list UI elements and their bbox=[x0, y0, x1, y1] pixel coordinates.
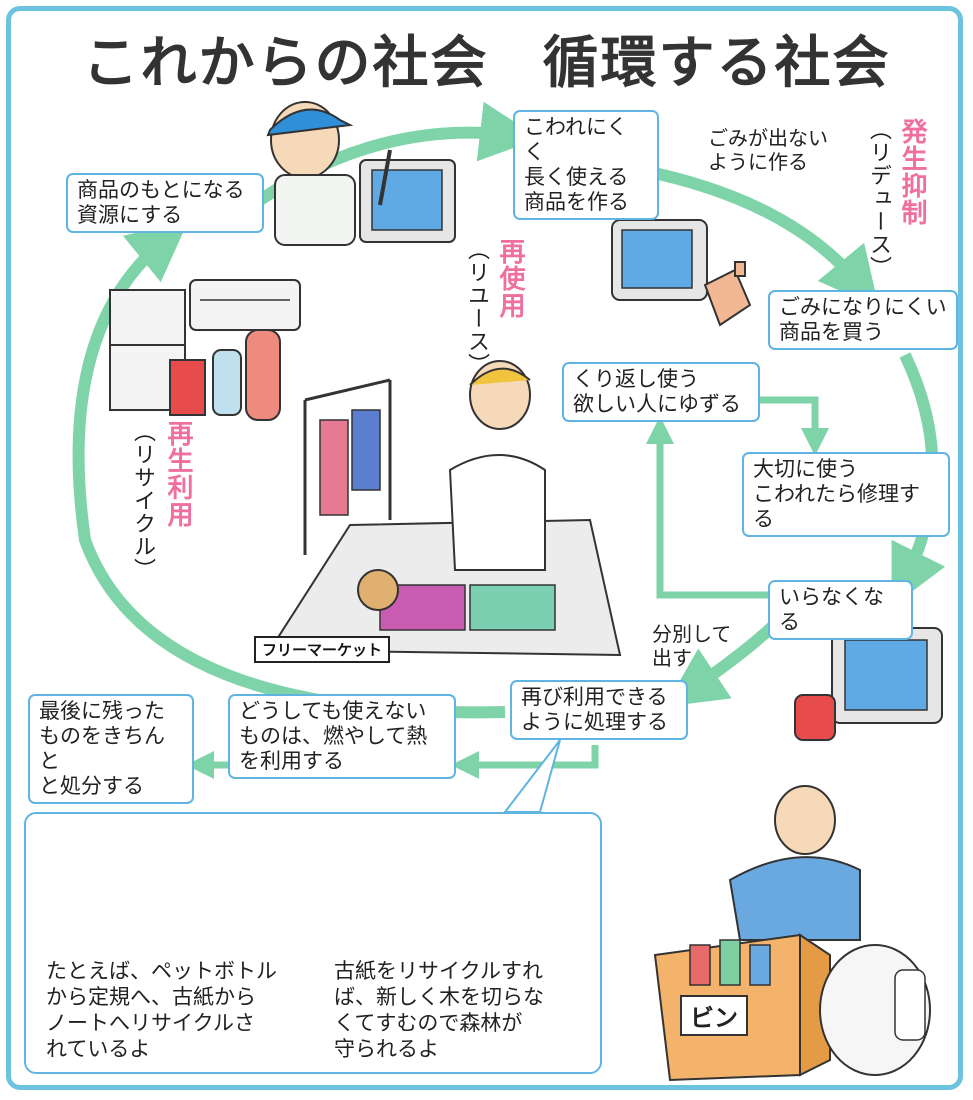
example-panel bbox=[24, 812, 602, 1074]
page-title: これからの社会循環する社会 bbox=[0, 18, 973, 99]
tv-can-illustration bbox=[794, 627, 943, 741]
label-reuse-sub: （リユース） bbox=[464, 238, 489, 376]
box-repair: 大切に使う こわれたら修理する bbox=[742, 452, 950, 537]
arrow-unneeded-to-reuse bbox=[646, 416, 770, 599]
outer-frame bbox=[6, 6, 963, 1090]
box-resources: 商品のもとになる 資源にする bbox=[66, 173, 264, 233]
appliances-illustration bbox=[109, 279, 301, 421]
box-last: 最後に残った ものをきちんと と処分する bbox=[28, 694, 194, 804]
note-no-garbage: ごみが出ない ように作る bbox=[708, 126, 828, 174]
flea-market-illustration bbox=[268, 360, 622, 657]
arrow-to-burn bbox=[451, 745, 599, 779]
title-left: これからの社会 bbox=[82, 31, 489, 96]
panel-tail bbox=[502, 739, 561, 813]
label-recycle: 再生利用 bbox=[163, 420, 193, 528]
note-separate: 分別して 出す bbox=[652, 622, 732, 670]
example-text-right: 古紙をリサイクルすれ ば、新しく木を切らな くてすむので森林が 守られるよ bbox=[334, 959, 544, 1061]
title-right: 循環する社会 bbox=[542, 31, 891, 96]
example-text-left: たとえば、ペットボトル から定規へ、古紙から ノートへリサイクルさ れているよ bbox=[46, 959, 277, 1061]
bottle-box-illustration bbox=[653, 785, 931, 1082]
arrow-to-buy bbox=[638, 164, 880, 309]
box-durable: こわれにくく 長く使える 商品を作る bbox=[513, 110, 659, 220]
label-reduce: 発生抑制 bbox=[897, 118, 927, 226]
box-buy: ごみになりにくい 商品を買う bbox=[768, 290, 958, 350]
box-process: 再び利用できる ように処理する bbox=[510, 680, 688, 740]
worker-illustration bbox=[266, 101, 456, 246]
tv-bottle-illustration bbox=[611, 219, 752, 327]
label-recycle-sub: （リサイクル） bbox=[130, 420, 155, 581]
label-reuse: 再使用 bbox=[495, 238, 525, 319]
arrow-reuse-to-repair bbox=[760, 396, 829, 456]
box-burn: どうしても使えない ものは、燃やして熱 を利用する bbox=[228, 694, 456, 779]
flea-market-sign: フリーマーケット bbox=[254, 636, 391, 663]
bin-label: ビン bbox=[680, 995, 748, 1036]
label-reduce-sub: （リデュース） bbox=[866, 118, 891, 279]
box-reuse: くり返し使う 欲しい人にゆずる bbox=[562, 362, 760, 422]
box-unneeded: いらなくなる bbox=[768, 580, 913, 640]
